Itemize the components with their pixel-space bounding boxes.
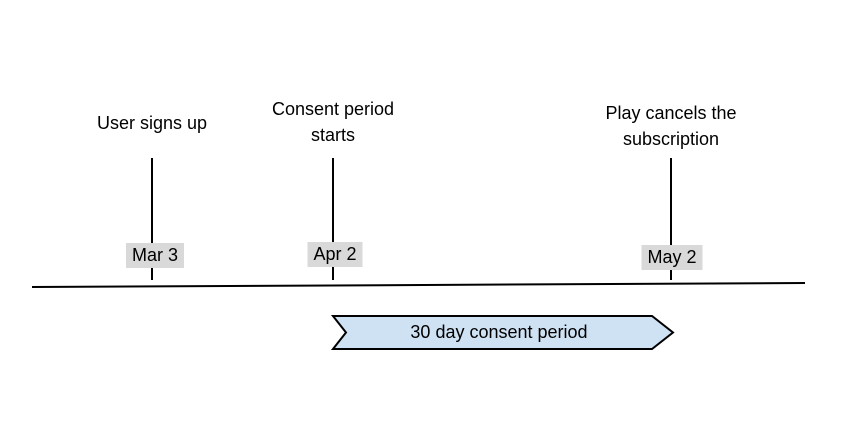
consent-period-arrow [330,315,675,350]
event-label-consent-period-starts: Consent period starts [271,99,395,145]
date-badge-apr-2: Apr 2 [307,242,363,267]
consent-period-arrow-label: 30 day consent period [410,322,588,342]
event-tick-user-signs-up [151,158,153,280]
event-label-user-signs-up: User signs up [96,113,208,133]
event-tick-play-cancels-subscription [670,158,672,280]
event-tick-consent-period-starts [332,158,334,280]
date-badge-may-2: May 2 [641,245,703,270]
event-label-play-cancels-subscription: Play cancels the subscription [605,103,737,149]
timeline-axis [31,282,806,288]
date-badge-mar-3: Mar 3 [125,243,185,268]
